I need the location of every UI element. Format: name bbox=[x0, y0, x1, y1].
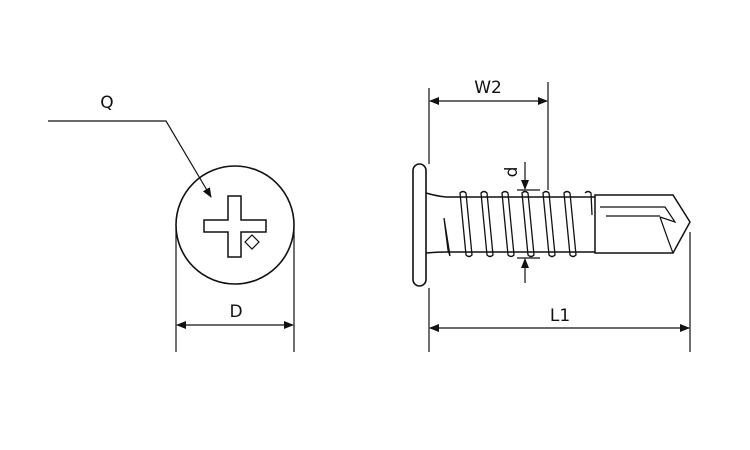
label-l1: L1 bbox=[549, 306, 571, 326]
q-leader-line bbox=[48, 120, 212, 198]
diamond-mark bbox=[244, 234, 260, 250]
label-w2: W2 bbox=[474, 78, 502, 98]
threads bbox=[443, 190, 593, 258]
screw-head-top-view bbox=[175, 165, 295, 285]
screw-head-side bbox=[412, 163, 427, 287]
screw-shank bbox=[425, 192, 595, 254]
label-d-diameter: D bbox=[229, 302, 243, 322]
label-q: Q bbox=[100, 93, 114, 113]
label-thread-diameter: d bbox=[502, 166, 522, 178]
drill-point bbox=[594, 194, 691, 254]
phillips-cross-recess bbox=[203, 195, 267, 258]
